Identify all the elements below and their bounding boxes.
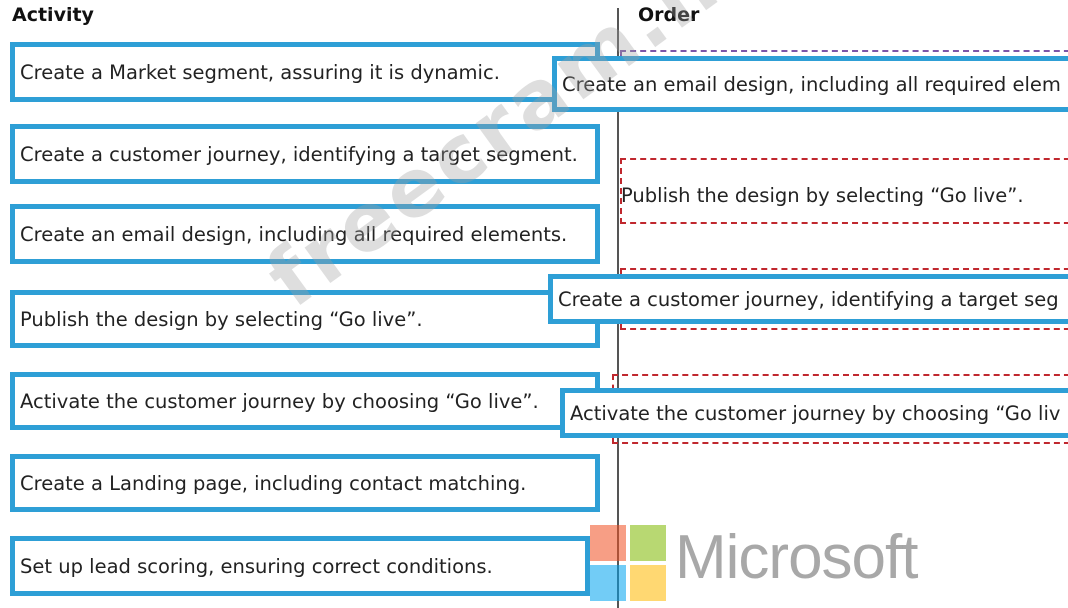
logo-square-green [630, 525, 666, 561]
activity-item-label: Create an email design, including all re… [20, 222, 568, 246]
activity-item-1[interactable]: Create a Market segment, assuring it is … [10, 42, 600, 102]
logo-square-blue [590, 565, 626, 601]
activity-item-label: Activate the customer journey by choosin… [20, 389, 539, 413]
activity-item-4[interactable]: Publish the design by selecting “Go live… [10, 290, 600, 348]
activity-item-label: Create a customer journey, identifying a… [20, 142, 578, 166]
activity-header: Activity [12, 4, 94, 26]
order-item-2[interactable]: Publish the design by selecting “Go live… [616, 170, 1068, 220]
activity-item-6[interactable]: Create a Landing page, including contact… [10, 454, 600, 512]
activity-item-2[interactable]: Create a customer journey, identifying a… [10, 124, 600, 184]
order-item-label: Create an email design, including all re… [562, 72, 1061, 96]
activity-item-7[interactable]: Set up lead scoring, ensuring correct co… [10, 536, 590, 596]
logo-square-red [590, 525, 626, 561]
microsoft-wordmark: Microsoft [675, 523, 918, 592]
logo-square-yellow [630, 565, 666, 601]
order-item-label: Activate the customer journey by choosin… [570, 401, 1061, 425]
order-item-label: Publish the design by selecting “Go live… [621, 183, 1024, 207]
activity-item-5[interactable]: Activate the customer journey by choosin… [10, 372, 600, 430]
activity-item-label: Set up lead scoring, ensuring correct co… [20, 554, 493, 578]
order-item-1[interactable]: Create an email design, including all re… [552, 56, 1068, 112]
activity-item-3[interactable]: Create an email design, including all re… [10, 204, 600, 264]
order-slot-2[interactable] [620, 158, 1068, 224]
activity-item-label: Publish the design by selecting “Go live… [20, 307, 423, 331]
order-item-4[interactable]: Activate the customer journey by choosin… [560, 388, 1068, 438]
order-header: Order [638, 4, 700, 26]
order-item-3[interactable]: Create a customer journey, identifying a… [548, 274, 1068, 324]
activity-item-label: Create a Landing page, including contact… [20, 471, 527, 495]
order-item-label: Create a customer journey, identifying a… [558, 287, 1059, 311]
microsoft-logo-icon [590, 525, 666, 601]
activity-item-label: Create a Market segment, assuring it is … [20, 60, 500, 84]
